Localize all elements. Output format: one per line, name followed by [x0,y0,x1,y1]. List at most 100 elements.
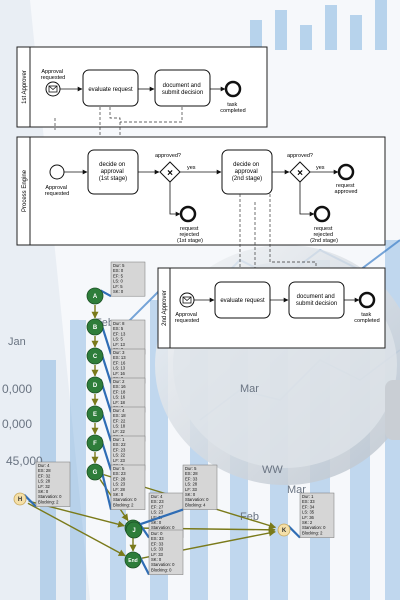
gateway-x-icon-2: × [297,168,303,179]
network-node-label: D [93,383,98,389]
end-label-line2: completed [220,108,245,114]
node-info-line: LF: 23 [113,458,126,463]
task-document-decision-2 [288,281,345,319]
network-node-A [86,287,104,305]
svg-text:request rejected (: request rejected (1st stage) [177,226,203,244]
rejected1-line2: rejected [179,232,199,238]
node-info-line: LS: 18 [113,424,126,429]
node-info-line: ES: 33 [151,536,164,541]
end-request-approved [337,163,355,181]
node-info-line: ES: 18 [113,413,126,418]
gateway1-label: approved? [155,153,181,159]
network-node-B [86,318,104,336]
node-info-line: EF: 16 [113,360,126,365]
engine-start-event [49,164,65,180]
node-info-line: Dur: 2 [113,379,125,384]
node-info-line: LF: 13 [113,342,126,347]
node-info-line: LF: 28 [113,487,126,492]
node-info-line: ES: 23 [113,471,126,476]
node-info-line: Blocking: 2 [38,499,59,504]
engine-start-line2: requested [45,191,69,197]
gateway2-yes: yes [316,165,325,171]
bg-label-jan: Jan [8,336,26,348]
bg-label-mar: Mar [240,383,259,395]
node-info-line: LF: 36 [302,515,315,520]
node-info-line: ES: 22 [113,442,126,447]
approved-line1: request [336,183,355,189]
node-info-line: EF: 5 [113,273,124,278]
node-info-line: LF: 22 [113,429,126,434]
task2-line2: approval [235,169,258,175]
node-info-line: LS: 23 [151,510,164,515]
rejected2-line3: (2nd stage) [310,238,338,244]
start2-line1: Approval [175,312,197,318]
node-info-box-H [35,461,71,507]
task-document2-line1: document and [297,294,335,300]
svg-text:decide on approval: decide on approval (1st stage) [99,162,127,182]
network-node-J [125,521,143,539]
svg-text:request approved: request approved [335,183,358,195]
node-info-line: EF: 18 [113,389,126,394]
message-flows-1 [54,107,183,140]
node-info-line: SK: 0 [185,492,196,497]
node-info-line: EF: 34 [302,504,315,509]
background-bar [250,20,262,50]
end-label-line1: task [227,102,237,108]
bg-label-0000-2: 0,000 [2,382,32,396]
node-info-line: LS: 23 [113,482,126,487]
task-document-line2: submit decision [162,90,203,96]
network-node-label: B [93,325,98,331]
node-info-box-B [110,319,146,355]
node-info-line: Starvation: 0 [151,562,175,567]
node-connector-H [23,494,37,508]
network-node-label: A [93,294,98,300]
node-info-line: EF: 27 [151,504,164,509]
start2-line2: requested [175,318,199,324]
end2-line1: task [361,312,371,318]
node-info-line: Starvation: 0 [151,525,175,530]
node-connector-K [287,525,301,539]
node-info-line: ES: 28 [38,468,51,473]
node-info-box-J [182,464,218,510]
svg-text:document and submit deci: document and submit decision [162,83,203,96]
node-info-line: ES: 0 [113,268,124,273]
network-node-F [86,434,104,452]
node-info-line: LS: 0 [113,279,123,284]
node-info-line: Blocking: 0 [151,567,172,572]
node-info-line: ES: 33 [302,499,315,504]
node-info-line: Blocking: 2 [302,530,323,535]
svg-text:task completed: task completed [354,312,379,324]
node-info-line: LS: 35 [302,510,315,515]
node-info-line: SK: 0 [151,520,162,525]
task2-line1: decide on [233,162,259,168]
approved-line2: approved [335,189,358,195]
network-edge-H-End [27,502,126,557]
task-evaluate-request [82,69,139,107]
background-bar [350,15,362,50]
node-info-line: Dur: 4 [151,494,163,499]
background-bar [300,25,312,50]
node-info-line: LF: 18 [113,400,126,405]
network-node-label: J [132,528,135,534]
start-label-line1: Approval [41,69,63,75]
bg-label-feb-2: Feb [240,511,259,523]
background-bar [275,10,287,50]
network-node-label: K [282,528,287,534]
node-info-line: SK: 0 [113,289,124,294]
node-info-line: EF: 13 [113,331,126,336]
lane-label-1st-approver: 1st Approver [22,70,28,104]
envelope-icon [48,85,58,93]
node-info-line: ES: 28 [185,471,198,476]
end2-line2: completed [354,318,379,324]
node-info-line: LS: 5 [113,337,123,342]
network-node-H [13,492,27,506]
node-info-line: LS: 28 [38,479,51,484]
node-info-line: Dur: 4 [113,408,125,413]
node-info-box-A [110,261,146,297]
node-info-box-K [299,492,335,538]
rejected1-line1: request [180,226,199,232]
node-info-line: SK: 0 [38,489,49,494]
task1-line1: decide on [99,162,125,168]
